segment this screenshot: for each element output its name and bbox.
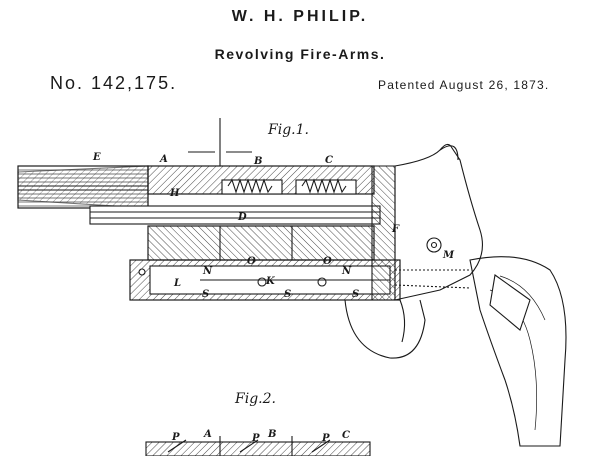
label-N1: N (202, 266, 213, 277)
cylinder-upper (147, 165, 375, 195)
grip-plate (489, 274, 531, 331)
grip (469, 256, 567, 447)
fig2-drawing (145, 436, 371, 456)
label-C: C (325, 155, 333, 166)
hammer-spur (439, 145, 459, 161)
label-H: H (169, 188, 180, 199)
label-P1: P (171, 432, 180, 443)
patent-title: Revolving Fire-Arms. (214, 46, 386, 62)
label-P3: P (321, 433, 330, 444)
label-A: A (159, 154, 168, 165)
label-A: A (203, 429, 212, 440)
fig2-caption: Fig.2. (235, 391, 276, 407)
fig1-labels: E A B C H D F M L O O N N K S S S (92, 152, 455, 300)
inventor-name: W. H. PHILIP. (231, 8, 369, 25)
hammer-frame (394, 143, 483, 301)
label-L: L (173, 278, 181, 289)
fig1-drawing (17, 118, 567, 447)
label-E: E (92, 152, 101, 163)
frame-screw (426, 237, 442, 253)
frame-housing (129, 259, 401, 301)
label-B: B (253, 156, 262, 167)
trigger (399, 299, 406, 343)
label-F: F (391, 224, 400, 235)
label-B: B (267, 429, 276, 440)
label-N2: N (341, 266, 352, 277)
central-rod (89, 205, 381, 225)
label-M: M (442, 250, 455, 261)
label-S3: S (352, 289, 359, 300)
fig1-caption: Fig.1. (268, 122, 309, 138)
label-K: K (265, 276, 276, 287)
barrel (17, 165, 149, 209)
patent-date: Patented August 26, 1873. (378, 78, 550, 92)
label-P2: P (251, 433, 260, 444)
fig2-labels: P A P B P C (171, 429, 350, 444)
cylinder-lower (147, 225, 375, 261)
patent-number: No. 142,175. (50, 73, 178, 93)
label-D: D (237, 212, 247, 223)
label-O2: O (323, 256, 332, 267)
label-O1: O (247, 256, 256, 267)
trigger-guard (344, 299, 426, 359)
label-S1: S (202, 289, 209, 300)
label-S2: S (284, 289, 291, 300)
label-C: C (342, 430, 350, 441)
